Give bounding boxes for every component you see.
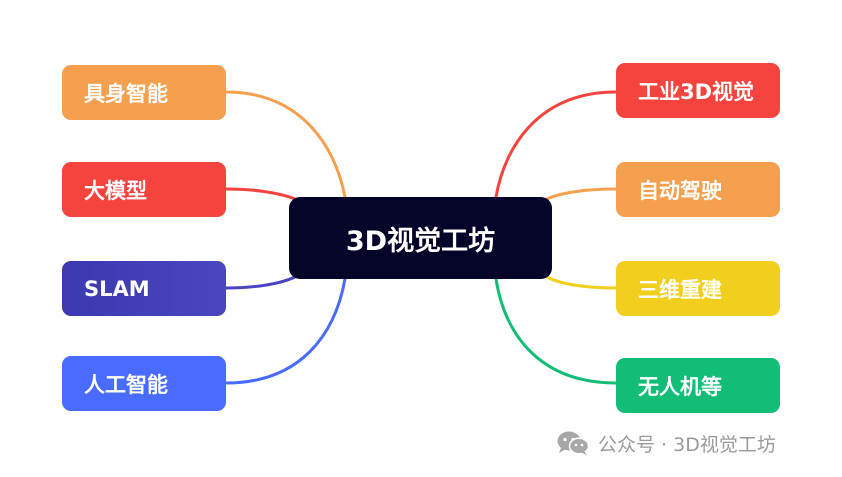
branch-node-large-model: 大模型 [62, 162, 226, 217]
connector-right-2 [545, 275, 618, 290]
branch-node-autonomous-driving: 自动驾驶 [616, 162, 780, 217]
connector-right-3 [494, 277, 618, 385]
connector-left-3 [224, 277, 347, 385]
connector-left-0 [224, 90, 347, 199]
branch-node-industrial-3d-vision: 工业3D视觉 [616, 63, 780, 118]
branch-node-slam: SLAM [62, 261, 226, 316]
wechat-icon [557, 431, 590, 455]
branch-node-artificial-intelligence: 人工智能 [62, 356, 226, 411]
connector-right-0 [494, 90, 618, 199]
connector-right-1 [545, 187, 618, 201]
watermark-text: 公众号 · 3D视觉工坊 [598, 433, 776, 456]
connector-left-2 [224, 275, 297, 290]
branch-node-embodied-ai: 具身智能 [62, 65, 226, 120]
branch-node-drones: 无人机等 [616, 358, 780, 413]
watermark: 公众号 · 3D视觉工坊 [556, 428, 776, 458]
branch-node-3d-reconstruction: 三维重建 [616, 261, 780, 316]
connector-left-1 [224, 187, 297, 201]
center-node: 3D视觉工坊 [289, 197, 552, 279]
